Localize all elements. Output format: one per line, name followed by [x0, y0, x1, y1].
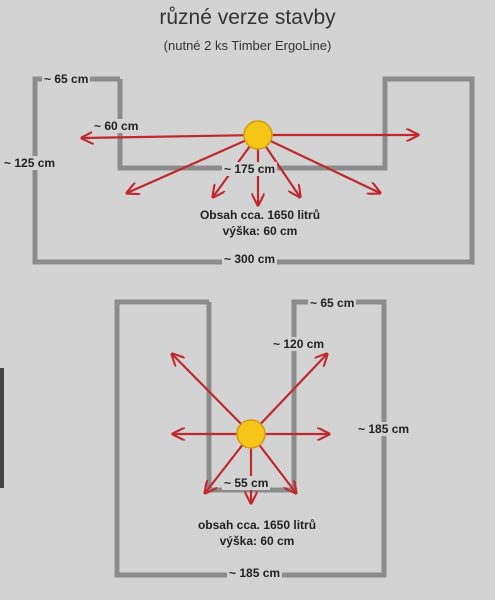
- top-info-height: výška: 60 cm: [222, 224, 298, 238]
- top-pump-icon: [243, 120, 273, 150]
- top-wall-outline: [32, 76, 475, 265]
- bottom-wall-outline: [114, 299, 387, 578]
- bottom-label-65: ~ 65 cm: [308, 296, 357, 310]
- top-info: Obsah cca. 1650 litrů výška: 60 cm: [165, 207, 355, 239]
- left-edge-bar: [0, 368, 4, 488]
- bottom-arrow-up-right: [250, 354, 327, 435]
- bottom-label-120: ~ 120 cm: [271, 337, 327, 351]
- top-arrow-left: [82, 135, 259, 138]
- diagram-subtitle: (nutné 2 ks Timber ErgoLine): [163, 38, 332, 53]
- top-label-60: ~ 60 cm: [92, 119, 141, 133]
- bottom-arrow-up-left: [172, 354, 252, 435]
- diagram-title: různé verze stavby: [159, 6, 336, 29]
- top-label-125: ~ 125 cm: [2, 156, 58, 170]
- top-label-175: ~ 175 cm: [222, 162, 278, 176]
- bottom-pump-icon: [236, 419, 266, 449]
- top-label-65: ~ 65 cm: [42, 72, 91, 86]
- top-info-volume: Obsah cca. 1650 litrů: [199, 208, 321, 222]
- bottom-info: obsah cca. 1650 litrů výška: 60 cm: [162, 517, 352, 549]
- bottom-info-height: výška: 60 cm: [219, 534, 295, 548]
- bottom-label-185-side: ~ 185 cm: [356, 422, 412, 436]
- bottom-label-55: ~ 55 cm: [222, 476, 271, 490]
- top-arrow-down-right-2: [257, 134, 380, 193]
- bottom-label-185-bottom: ~ 185 cm: [227, 566, 283, 580]
- top-arrow-down-left-2: [127, 133, 259, 193]
- top-label-300: ~ 300 cm: [222, 252, 278, 266]
- bottom-info-volume: obsah cca. 1650 litrů: [197, 518, 317, 532]
